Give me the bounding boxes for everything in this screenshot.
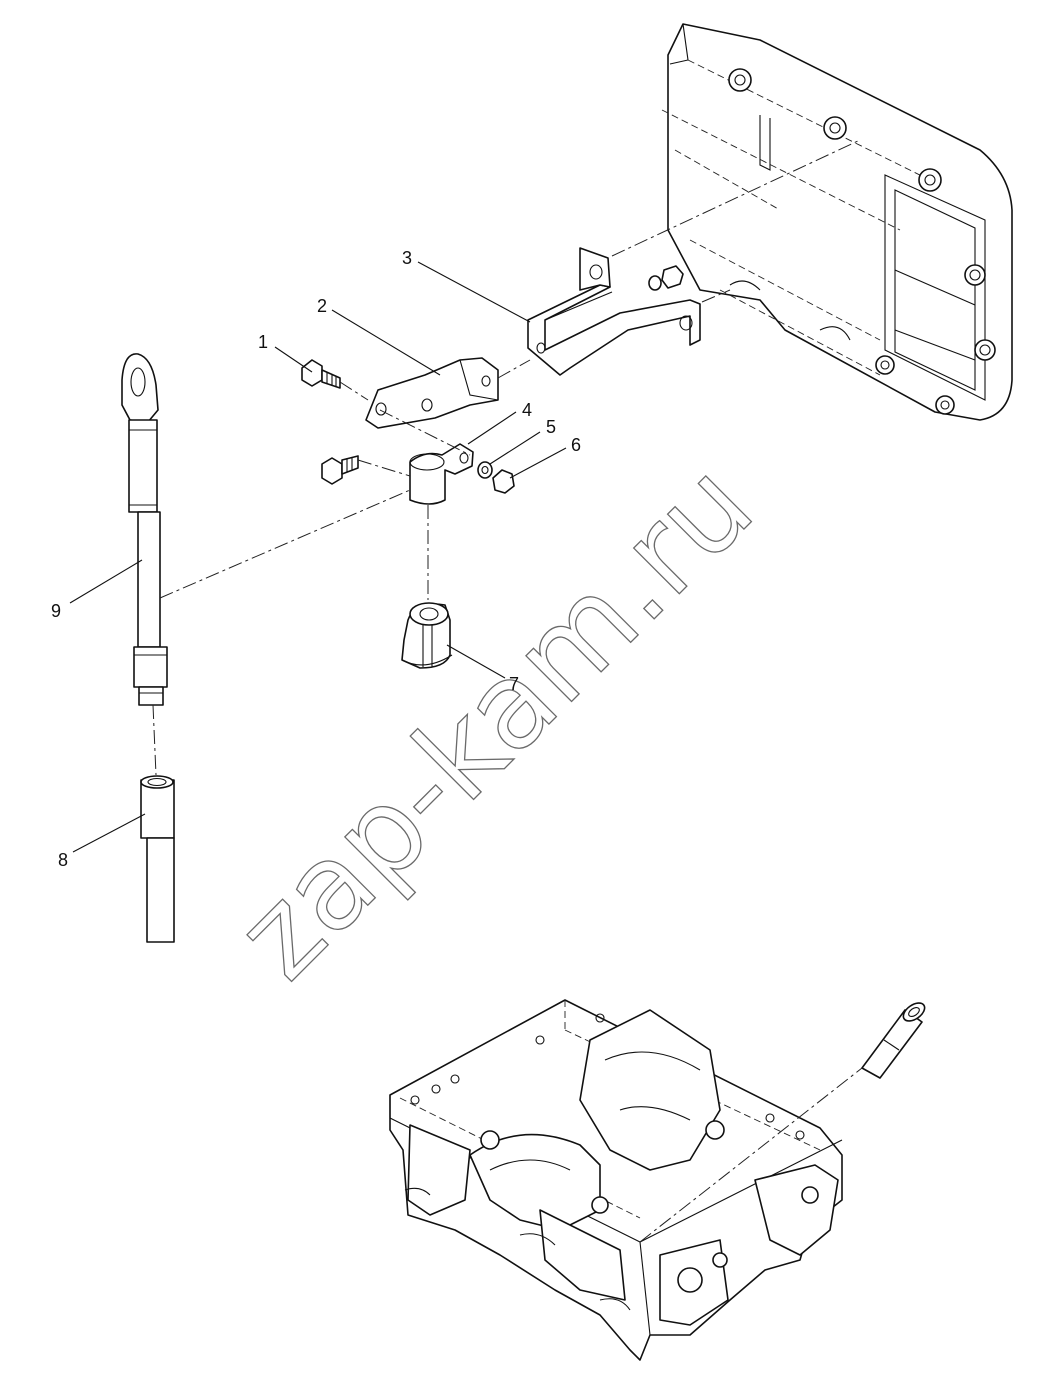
part-1-bolt-upper	[301, 359, 341, 389]
callout-2: 2	[317, 296, 327, 316]
callout-3: 3	[402, 248, 412, 268]
bracket-washer-nut	[648, 265, 684, 291]
part-9-dipstick	[121, 353, 168, 706]
callout-1: 1	[258, 332, 268, 352]
part-2-plate	[365, 357, 499, 429]
callout-9: 9	[51, 601, 61, 621]
part-8-tube	[140, 775, 175, 943]
leader-lines	[69, 261, 567, 853]
engine-block	[389, 999, 843, 1361]
part-4-clamp	[409, 443, 474, 505]
part-3-bracket	[527, 247, 701, 376]
callout-5: 5	[546, 417, 556, 437]
callout-6: 6	[571, 435, 581, 455]
engine-side-cover	[661, 23, 1013, 421]
part-6-nut	[492, 469, 515, 494]
part-1-bolt-lower	[321, 455, 359, 485]
part-5-washer	[477, 461, 493, 479]
callout-7: 7	[509, 674, 519, 694]
callout-8: 8	[58, 850, 68, 870]
callout-4: 4	[522, 400, 532, 420]
dipstick-tube-on-block	[861, 1002, 926, 1079]
watermark: zap-kam.ru	[210, 436, 779, 1005]
assembly-axes	[152, 139, 863, 1243]
part-7-grommet	[401, 602, 453, 669]
callouts: 1 2 3 4 5 6 7 8 9	[51, 248, 581, 870]
